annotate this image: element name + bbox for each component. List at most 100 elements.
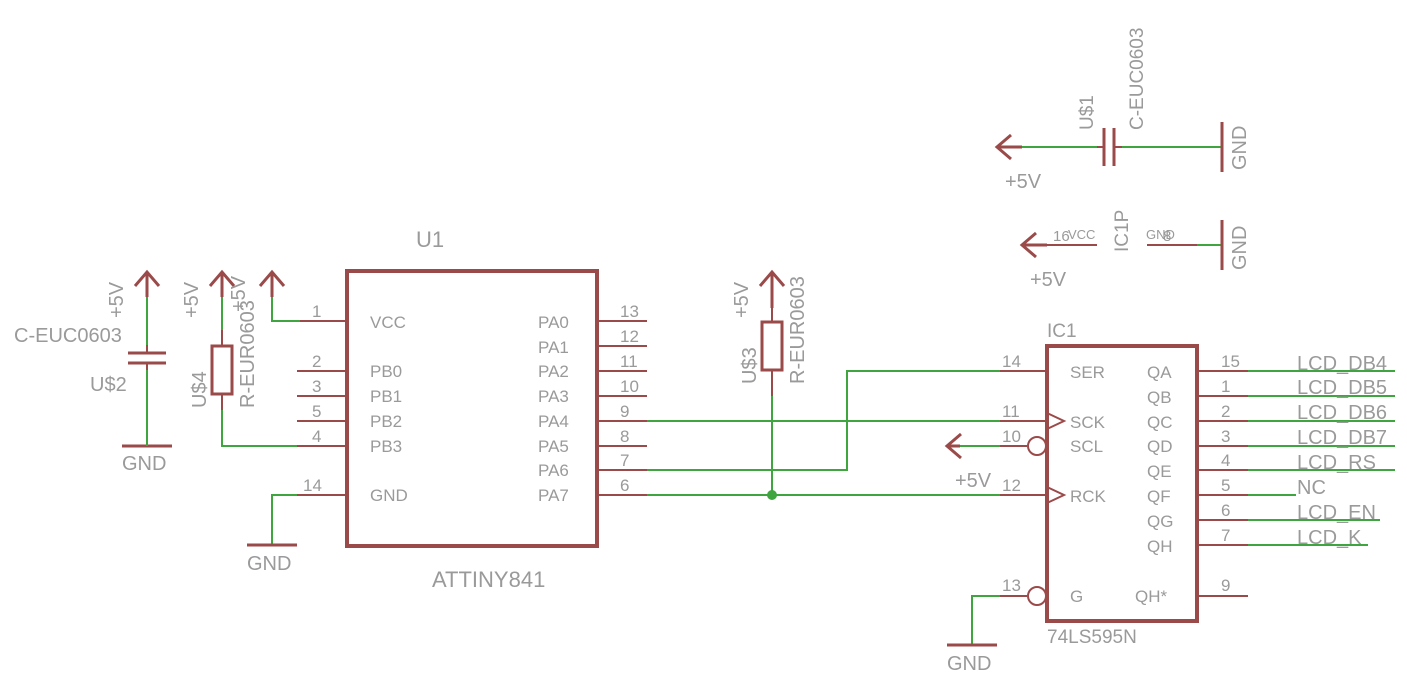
gnd-label: GND <box>1229 226 1251 270</box>
vcc-arrow-icon <box>994 133 1022 161</box>
u1-component: U1 ATTINY841 1 VCC 2 PB0 3 PB1 5 PB2 4 P… <box>297 227 647 592</box>
ic1-pin-name: SER <box>1070 363 1105 382</box>
net-label: LCD_EN <box>1297 502 1376 524</box>
u1-pin-stubs <box>297 320 647 496</box>
ic1-pin-num: 5 <box>1221 476 1230 495</box>
ic1-pin-name: SCK <box>1070 413 1106 432</box>
u1-pin-name: PA4 <box>538 412 569 431</box>
u1-value-label: ATTINY841 <box>432 567 545 592</box>
ic1-pin-num: 2 <box>1221 402 1230 421</box>
net-label: LCD_K <box>1297 527 1362 549</box>
wire-u1-gnd <box>271 494 300 545</box>
vcc-label: +5V <box>181 281 203 318</box>
res-u4-component: U$4 R-EUR0603 <box>189 300 259 410</box>
u1-pin-name: PA7 <box>538 486 569 505</box>
u1-pin-name: VCC <box>370 313 406 332</box>
ic1p-gnd-num: 8 <box>1163 228 1171 245</box>
net-label: LCD_DB6 <box>1297 402 1387 424</box>
vcc-label: +5V <box>228 275 250 312</box>
u1-pin-name: PA1 <box>538 338 569 357</box>
ic1-pin-num: 3 <box>1221 427 1230 446</box>
ic1-pin-num: 4 <box>1221 451 1230 470</box>
vcc-label: +5V <box>731 281 753 318</box>
gnd-label: GND <box>247 553 291 575</box>
ic1-pin-num: 11 <box>1002 402 1020 421</box>
ic1-pin-num: 15 <box>1221 352 1240 371</box>
ic1-value-label: 74LS595N <box>1047 627 1137 648</box>
u1-pin-name: PB3 <box>370 437 402 456</box>
cap-u2-component: C-EUC0603 U$2 <box>14 325 166 396</box>
res-u3-name-label: U$3 <box>739 347 761 384</box>
ic1-pin-name: QD <box>1147 437 1173 456</box>
vcc-arrow-icon <box>944 432 962 460</box>
ic1-pin-num: 1 <box>1221 377 1230 396</box>
u1-pin-num: 8 <box>620 427 629 446</box>
ic1-clock-triangle <box>1046 486 1067 504</box>
vcc-arrow-icon <box>758 269 786 308</box>
vcc-arrow-icon <box>258 269 286 297</box>
vcc-label: +5V <box>955 470 992 492</box>
ic1-pin-num: 9 <box>1221 576 1230 595</box>
ic1-clock-triangle <box>1046 412 1067 430</box>
cap-u1-value-label: C-EUC0603 <box>1127 28 1148 130</box>
ic1-pin-num: 14 <box>1002 352 1021 371</box>
ic1p-component: 16 VCC 8 GND IC1P <box>1047 210 1197 252</box>
gnd-label: GND <box>947 653 991 675</box>
vcc-label: +5V <box>106 281 128 318</box>
junction-dot <box>767 490 777 500</box>
ic1-pin-num: 13 <box>1002 576 1021 595</box>
u1-pin-num: 1 <box>312 302 321 321</box>
ic1p-gnd-name: GND <box>1146 227 1175 242</box>
res-u3-value-label: R-EUR0603 <box>787 276 809 384</box>
vcc-arrow-icon <box>133 269 161 297</box>
gnd-label: GND <box>1229 126 1251 170</box>
ic1-component: IC1 74LS595N 14 SER 11 SCK 10 SCL 12 RCK… <box>1000 321 1387 648</box>
u1-pin-name: PB1 <box>370 387 402 406</box>
u1-pin-name: PA3 <box>538 387 569 406</box>
net-label: LCD_DB7 <box>1297 427 1387 449</box>
ic1-pin-name: SCL <box>1070 437 1103 456</box>
res-u3-body <box>760 320 784 372</box>
u1-pin-name: PA2 <box>538 362 569 381</box>
cap-u2-value-label: C-EUC0603 <box>14 325 122 347</box>
u1-pin-num: 4 <box>312 427 321 446</box>
net-label: LCD_DB5 <box>1297 377 1387 399</box>
vcc-arrow-icon <box>1019 231 1047 259</box>
ic1-inversion-bubble <box>1027 586 1047 606</box>
u1-pin-num: 3 <box>312 377 321 396</box>
u1-pin-num: 2 <box>312 352 321 371</box>
u1-pin-num: 11 <box>620 352 638 371</box>
ic1-pin-name: QA <box>1147 363 1172 382</box>
ic1-pin-num: 6 <box>1221 501 1230 520</box>
u1-body <box>345 269 599 548</box>
u1-pin-num: 7 <box>620 451 629 470</box>
u1-pin-name: PA0 <box>538 313 569 332</box>
u1-pin-num: 14 <box>303 476 322 495</box>
u1-pin-num: 10 <box>620 377 639 396</box>
ic1p-vcc-num: 16 <box>1053 228 1070 245</box>
net-label: LCD_RS <box>1297 452 1376 474</box>
ic1-body <box>1045 344 1199 623</box>
wire-res-u4-to-pb3 <box>221 410 300 447</box>
ic1-pin-name: QG <box>1147 512 1173 531</box>
ic1-pin-name: QC <box>1147 413 1173 432</box>
u1-pin-name: PA6 <box>538 461 569 480</box>
cap-u1-component: U$1 C-EUC0603 <box>1077 28 1148 166</box>
cap-u1-name-label: U$1 <box>1077 95 1098 130</box>
ic1-pin-name: QH* <box>1135 587 1168 606</box>
res-u4-name-label: U$4 <box>189 371 211 408</box>
ic1-pin-num: 7 <box>1221 526 1230 545</box>
u1-pin-num: 12 <box>620 327 639 346</box>
wire-u1-vcc <box>271 297 300 322</box>
ic1-pin-num: 10 <box>1002 427 1021 446</box>
u1-pin-name: PB0 <box>370 362 402 381</box>
vcc-label: +5V <box>1005 171 1042 193</box>
ic1p-vcc-name: VCC <box>1068 227 1095 242</box>
u1-pin-num: 9 <box>620 402 629 421</box>
ic1p-name-label: IC1P <box>1112 210 1133 252</box>
u1-pin-num: 5 <box>312 402 321 421</box>
ic1-pin-num: 12 <box>1002 476 1021 495</box>
res-u4-value-label: R-EUR0603 <box>237 300 259 408</box>
wire-g-gnd <box>971 595 1000 645</box>
vcc-arrow-icon <box>208 269 236 297</box>
